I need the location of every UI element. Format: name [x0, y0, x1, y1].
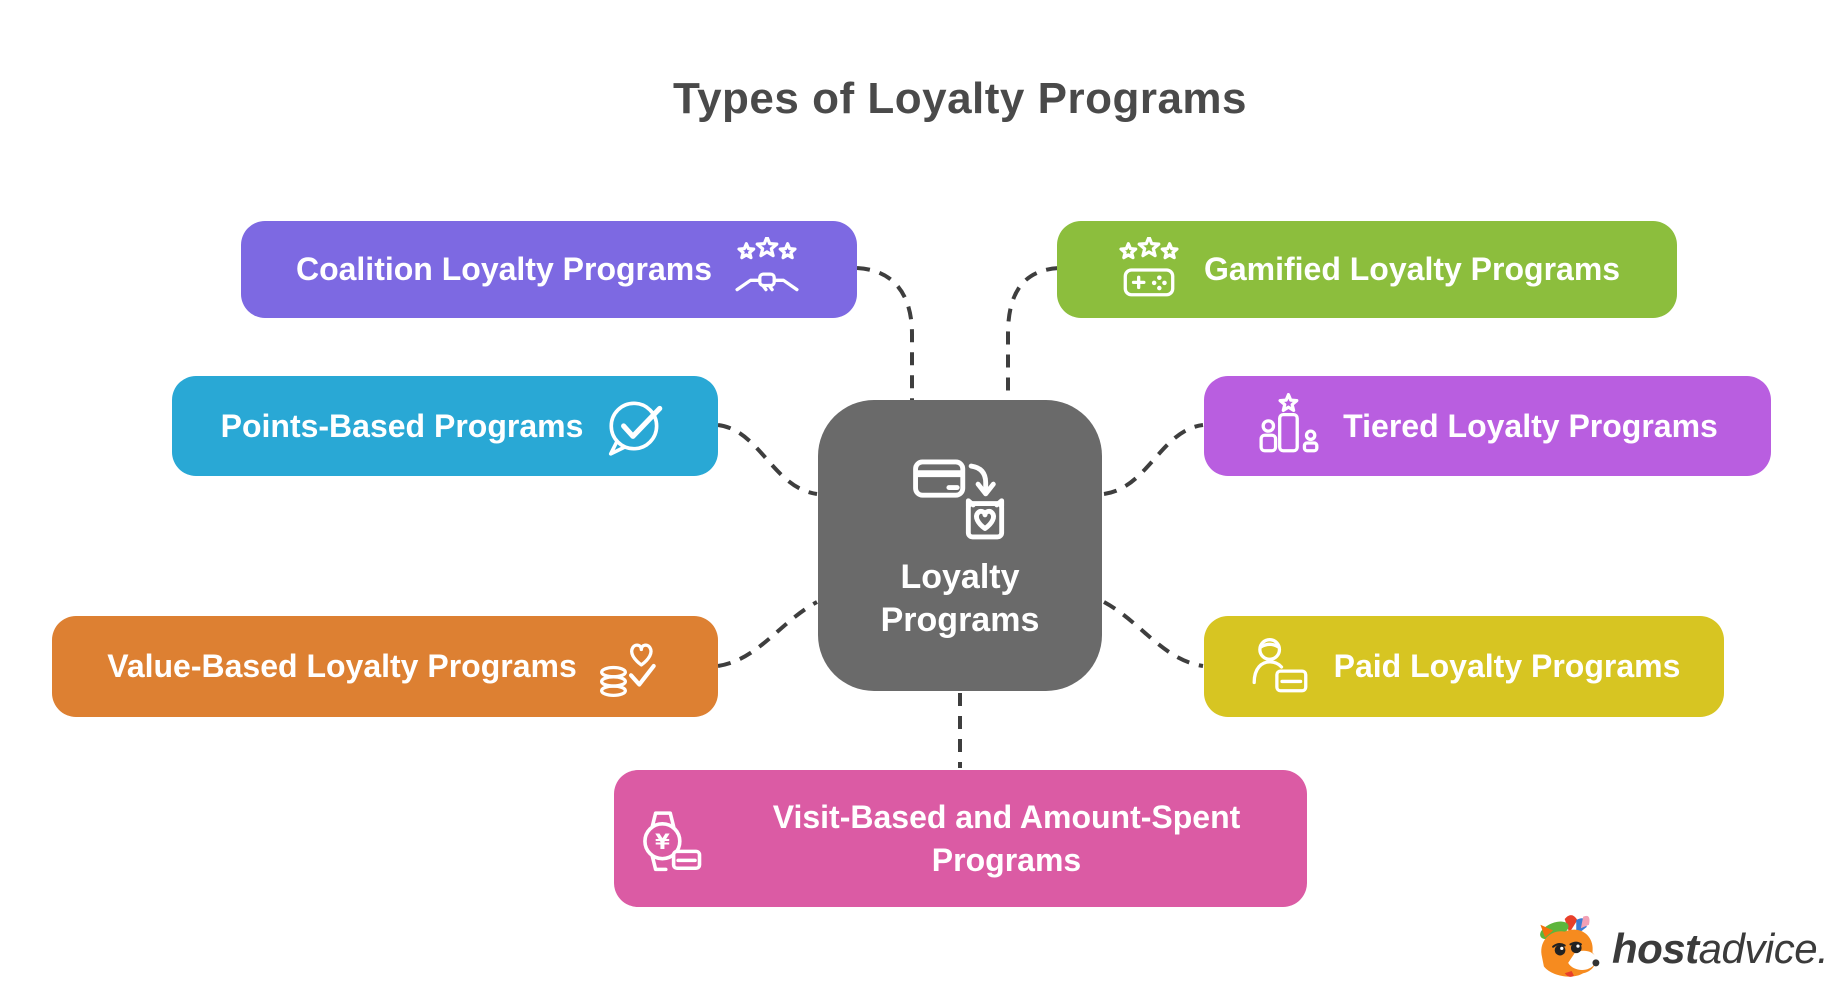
- node-value-based-loyalty-programs: Value-Based Loyalty Programs: [52, 616, 718, 717]
- node-label: Gamified Loyalty Programs: [1203, 251, 1621, 287]
- connector-coalition: [856, 266, 914, 401]
- node-label: Coalition Loyalty Programs: [295, 251, 713, 287]
- wordmark-host: host: [1612, 925, 1699, 972]
- stars-handshake-icon: [735, 236, 799, 291]
- node-tiered-loyalty-programs: Tiered Loyalty Programs: [1204, 376, 1771, 476]
- connector-paid: [1103, 600, 1204, 668]
- wordmark-advice: advice.: [1698, 925, 1824, 972]
- connector-points: [717, 423, 818, 496]
- connector-tiered: [1103, 423, 1204, 496]
- page-title: Types of Loyalty Programs: [672, 74, 1248, 123]
- node-paid-loyalty-programs: Paid Loyalty Programs: [1204, 616, 1724, 717]
- coins-heart-check-icon: [599, 643, 656, 697]
- connector-gamified: [1006, 266, 1060, 401]
- podium-star-icon: [1259, 393, 1319, 453]
- node-gamified-loyalty-programs: Gamified Loyalty Programs: [1057, 221, 1677, 318]
- node-loyalty-programs-center: Loyalty Programs: [818, 400, 1102, 691]
- stars-gamepad-icon: [1119, 236, 1179, 296]
- center-label: Loyalty Programs: [880, 558, 1040, 639]
- hostadvice-logo: hostadvice.: [1528, 912, 1824, 986]
- member-card-icon: [1252, 637, 1308, 692]
- card-to-loyalty-bag-icon: [913, 459, 1005, 540]
- node-coalition-loyalty-programs: Coalition Loyalty Programs: [241, 221, 857, 318]
- node-label: Visit-Based and Amount-Spent Programs: [772, 799, 1241, 878]
- yen-glyph: ¥: [654, 830, 669, 855]
- hostadvice-wordmark: hostadvice.: [1612, 925, 1824, 973]
- fox-mascot-icon: [1540, 915, 1600, 977]
- node-label: Tiered Loyalty Programs: [1343, 407, 1718, 444]
- connector-value: [717, 600, 818, 668]
- node-visit-based-amount-spent-programs: ¥ Visit-Based and Amount-Spent Programs: [614, 770, 1307, 907]
- watch-payment-icon: ¥: [642, 810, 701, 871]
- chat-check-icon: [609, 401, 663, 456]
- node-points-based-programs: Points-Based Programs: [172, 376, 718, 476]
- node-label: Value-Based Loyalty Programs: [107, 648, 577, 684]
- node-label: Paid Loyalty Programs: [1333, 648, 1681, 684]
- node-label: Points-Based Programs: [220, 407, 584, 444]
